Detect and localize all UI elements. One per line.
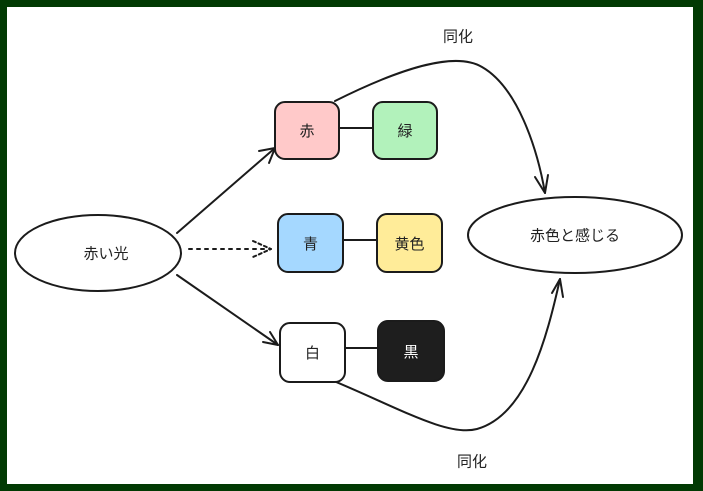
target-label: 赤色と感じる [529,226,621,245]
arrowhead-top [534,174,549,194]
arrowhead-white [262,331,279,346]
diagram-edges [14,59,683,432]
arrowhead-bottom [551,278,564,298]
node-green-label: 緑 [397,122,413,140]
arrowhead-blue [252,240,272,258]
diagram-canvas: 赤い光 赤色と感じる 赤 緑 青 黄色 白 黒 同化 同化 [7,7,693,484]
edge-label-bottom: 同化 [456,452,488,471]
node-blue-label: 青 [302,234,318,253]
edge-label-top: 同化 [442,27,474,46]
assimilation-arrow-top [334,59,546,194]
node-blue: 青 [277,213,344,273]
node-red-label: 赤 [299,122,315,140]
assimilation-arrow-bottom [328,278,561,432]
node-red: 赤 [274,101,340,160]
node-white-label: 白 [304,344,320,362]
node-yellow: 黄色 [376,213,443,273]
node-yellow-label: 黄色 [394,234,425,253]
arrow-source-to-red [176,147,276,234]
source-ellipse [14,214,182,292]
arrow-source-to-white [176,274,279,346]
node-black-label: 黒 [403,342,419,361]
source-label: 赤い光 [83,244,129,263]
node-green: 緑 [372,101,438,160]
node-black: 黒 [377,320,445,382]
target-ellipse [467,196,683,274]
node-white: 白 [279,322,346,383]
